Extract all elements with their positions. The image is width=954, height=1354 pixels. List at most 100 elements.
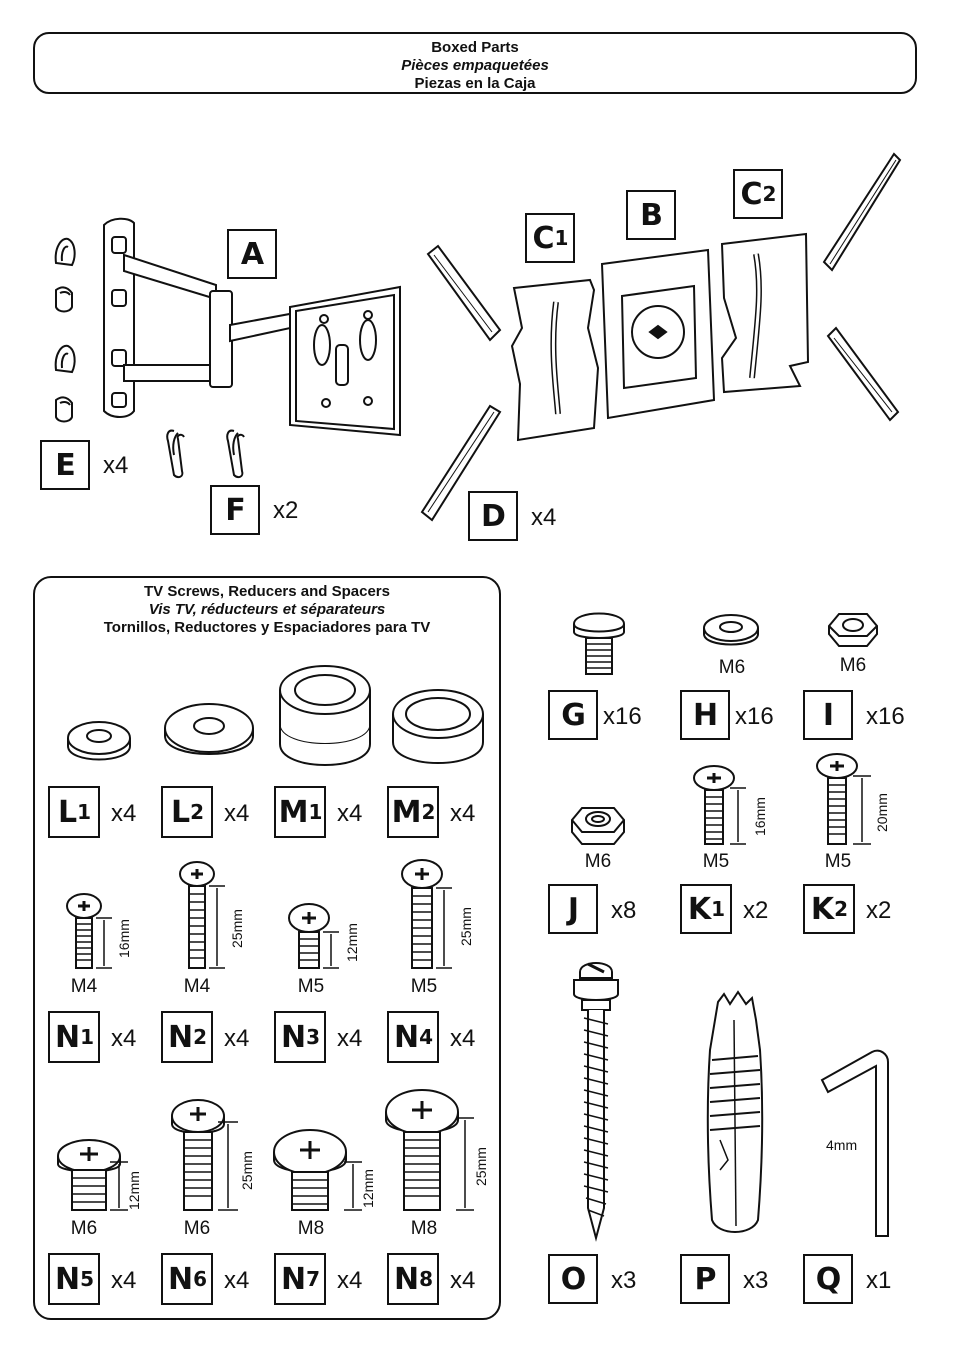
tv-screws-line-fr: Vis TV, réducteurs et séparateurs	[148, 601, 386, 618]
part-label-q: Q	[803, 1254, 853, 1304]
wall-anchor-p-icon	[706, 990, 764, 1233]
part-qty-n2: x4	[224, 1025, 250, 1052]
part-qty-n1: x4	[111, 1025, 137, 1052]
size-i: M6	[839, 655, 867, 676]
size-n6: M6	[183, 1218, 211, 1239]
part-label-b: B	[626, 190, 676, 240]
part-qty-m2: x4	[450, 800, 476, 827]
part-qty-f: x2	[273, 497, 299, 524]
part-qty-k1: x2	[743, 897, 769, 924]
screw-n7-icon	[273, 1129, 362, 1211]
tv-screws-line-es: Tornillos, Reductores y Espaciadores par…	[103, 619, 431, 636]
part-qty-p: x3	[743, 1267, 769, 1294]
part-qty-q: x1	[866, 1267, 892, 1294]
dim-n2: 25mm	[229, 909, 245, 948]
size-j: M6	[584, 851, 612, 872]
dim-k2: 20mm	[874, 793, 890, 832]
part-qty-n3: x4	[337, 1025, 363, 1052]
screw-n2-icon	[179, 861, 225, 969]
part-qty-m1: x4	[337, 800, 363, 827]
dim-q: 4mm	[826, 1137, 858, 1153]
part-qty-n8: x4	[450, 1267, 476, 1294]
part-qty-k2: x2	[866, 897, 892, 924]
part-label-f: F	[210, 485, 260, 535]
screw-n4-icon	[401, 859, 452, 969]
part-label-o: O	[548, 1254, 598, 1304]
screw-n3-icon	[288, 903, 339, 969]
header-line-en: Boxed Parts	[431, 39, 519, 56]
size-k1: M5	[702, 851, 730, 872]
spacer-m1-icon	[279, 665, 371, 766]
reducer-l2-icon	[164, 703, 254, 755]
dim-k1: 16mm	[752, 797, 768, 836]
part-label-d: D	[468, 491, 518, 541]
screw-k1-icon	[693, 765, 746, 845]
screw-n6-icon	[171, 1099, 238, 1211]
swing-arm-a-illustration	[103, 217, 401, 437]
size-h: M6	[718, 657, 746, 678]
part-label-i: I	[803, 690, 853, 740]
size-n7: M8	[297, 1218, 325, 1239]
part-qty-n5: x4	[111, 1267, 137, 1294]
part-label-a: A	[227, 229, 277, 279]
header-line-fr: Pièces empaquetées	[401, 57, 549, 74]
bolt-g-icon	[573, 612, 625, 675]
safety-hook-f-icon	[166, 429, 245, 479]
part-qty-g: x16	[603, 703, 642, 730]
mounting-plates-illustration	[510, 232, 810, 442]
lock-nut-j-icon	[571, 807, 625, 845]
size-n3: M5	[297, 976, 325, 997]
part-qty-n6: x4	[224, 1267, 250, 1294]
hex-key-q-icon	[820, 1049, 889, 1237]
part-label-g: G	[548, 690, 598, 740]
part-qty-l2: x4	[224, 800, 250, 827]
part-qty-h: x16	[735, 703, 774, 730]
part-label-j: J	[548, 884, 598, 934]
vertical-bracket-d-illustration	[420, 152, 902, 522]
part-label-e: E	[40, 440, 90, 490]
screw-n1-icon	[66, 893, 112, 969]
part-qty-j: x8	[611, 897, 637, 924]
lag-bolt-o-icon	[573, 962, 619, 1242]
screw-n8-icon	[385, 1089, 474, 1211]
size-n5: M6	[70, 1218, 98, 1239]
tv-screws-header: TV Screws, Reducers and Spacers Vis TV, …	[33, 583, 501, 637]
part-qty-o: x3	[611, 1267, 637, 1294]
part-label-h: H	[680, 690, 730, 740]
screw-k2-icon	[816, 753, 871, 845]
size-n1: M4	[70, 976, 98, 997]
reducer-l1-icon	[67, 721, 131, 761]
header-line-es: Piezas en la Caja	[414, 75, 536, 92]
part-qty-n4: x4	[450, 1025, 476, 1052]
size-n2: M4	[183, 976, 211, 997]
screw-n5-icon	[57, 1139, 128, 1211]
dim-n3: 12mm	[344, 923, 360, 962]
size-n8: M8	[410, 1218, 438, 1239]
size-k2: M5	[824, 851, 852, 872]
part-qty-n7: x4	[337, 1267, 363, 1294]
part-label-p: P	[680, 1254, 730, 1304]
tv-screws-panel	[33, 576, 501, 1320]
boxed-parts-header: Boxed Parts Pièces empaquetées Piezas en…	[33, 32, 917, 94]
dim-n5: 12mm	[126, 1171, 142, 1210]
size-n4: M5	[410, 976, 438, 997]
dim-n4: 25mm	[458, 907, 474, 946]
part-qty-l1: x4	[111, 800, 137, 827]
part-qty-d: x4	[531, 504, 557, 531]
spacer-m2-icon	[392, 689, 484, 764]
part-qty-e: x4	[103, 452, 129, 479]
